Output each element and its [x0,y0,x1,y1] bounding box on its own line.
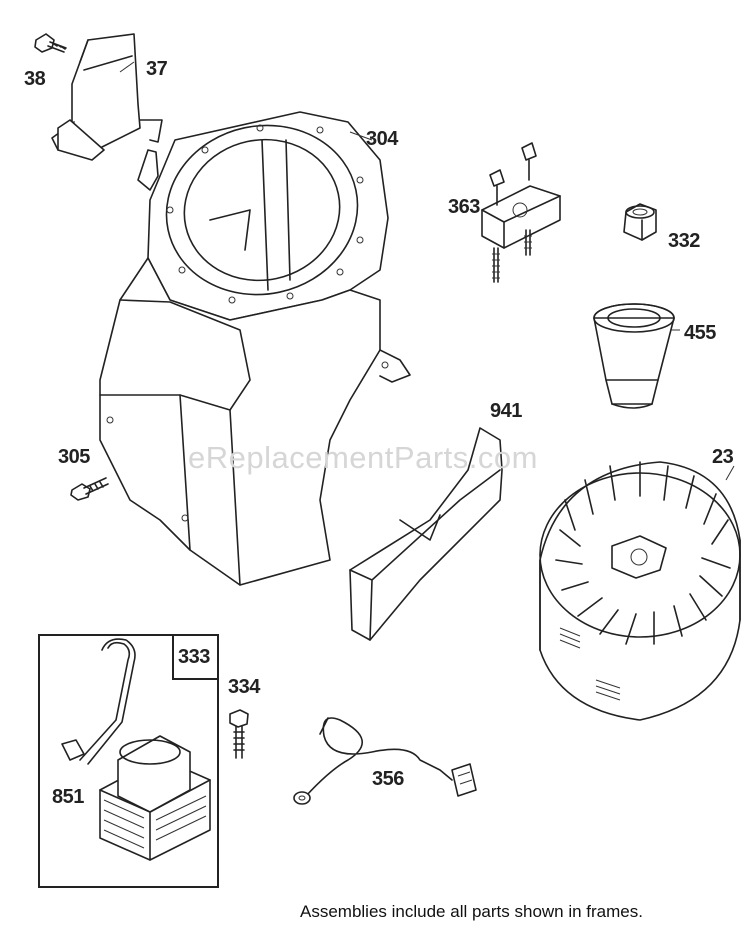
callout-941: 941 [490,400,522,422]
watermark: eReplacementParts.com [188,440,538,475]
leader-lines [119,61,735,481]
part-334-screw [229,709,249,759]
part-332-nut [623,203,657,241]
callout-38: 38 [24,68,46,90]
callout-334: 334 [228,676,260,698]
part-851-armature [61,638,211,861]
callout-37: 37 [146,58,168,80]
assembly-frame-tag [172,634,219,680]
part-304-blower-housing [99,111,411,586]
callout-851: 851 [52,786,84,808]
callout-332: 332 [668,230,700,252]
part-23-flywheel [539,461,741,721]
part-455-cup [593,303,675,409]
part-363-bracket [481,142,561,283]
callout-333: 333 [178,646,210,668]
callout-304: 304 [366,128,398,150]
callout-356: 356 [372,768,404,790]
part-305-screw [70,477,109,501]
callout-455: 455 [684,322,716,344]
part-941-shroud [349,427,503,641]
part-37-deflector [51,33,163,191]
callout-305: 305 [58,446,90,468]
callout-363: 363 [448,196,480,218]
assembly-frame [38,634,219,888]
callout-23: 23 [712,446,734,468]
part-356-ground-wire [293,717,477,805]
footnote: Assemblies include all parts shown in fr… [300,902,643,921]
part-38-screw [34,33,67,53]
